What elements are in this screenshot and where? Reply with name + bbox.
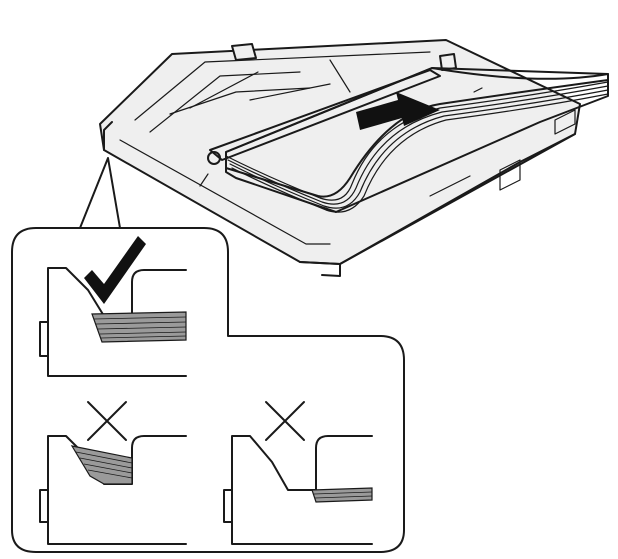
correct-paper-stack (91, 311, 187, 343)
side-paper-guide (209, 69, 441, 161)
paper-top-sheet (225, 67, 609, 198)
paper-guide-detail-callout (11, 227, 405, 553)
panel-correct-guide-position (39, 236, 187, 377)
panel-stack-below-guide (223, 401, 373, 545)
overfilled-paper-stack (70, 445, 133, 485)
check-icon (84, 236, 146, 304)
low-paper-stack (311, 487, 373, 503)
paper-tray-illustration (99, 39, 581, 277)
push-arrow-icon (356, 92, 440, 130)
tray-body (99, 39, 581, 265)
cross-icon (265, 401, 305, 441)
paper-stack (225, 67, 609, 213)
cross-icon (87, 401, 127, 441)
panel-overfilled-stack (39, 401, 187, 545)
callout-pointer (79, 157, 121, 229)
